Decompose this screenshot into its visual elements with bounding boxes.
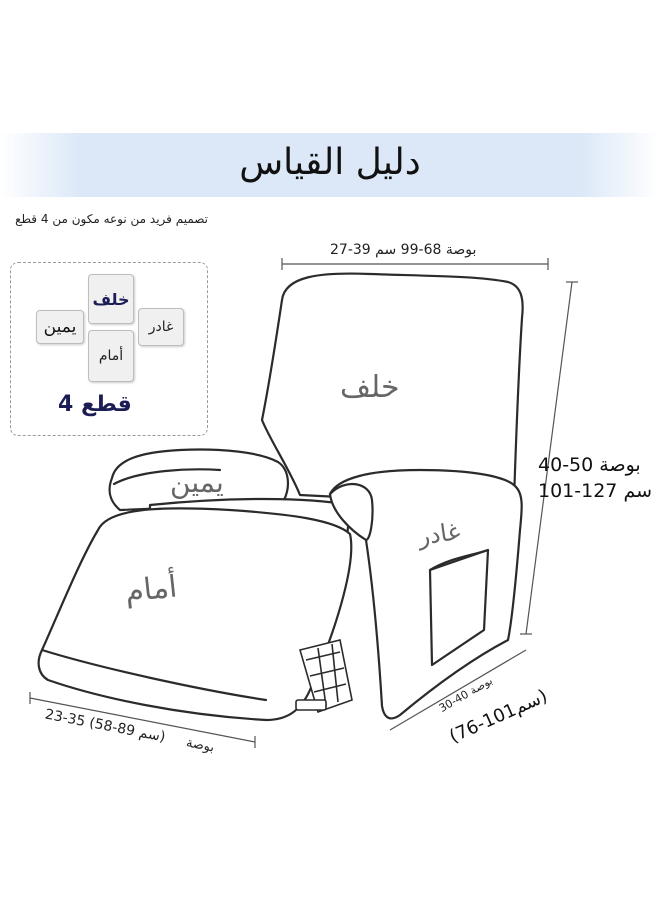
part-label-left: غادر [416, 517, 462, 551]
chair-left-arm-front [328, 482, 374, 542]
legend-tile-left: غادر [138, 308, 184, 346]
width-label: بوصة 68-99 سم 39-27 [330, 242, 477, 258]
page-title: دليل القياس [239, 142, 421, 183]
part-label-right: يمين [170, 466, 224, 499]
legend-front-label: أمام [98, 348, 124, 364]
subtitle: تصميم فريد من نوعه مكون من 4 قطع [15, 212, 208, 226]
chair-pocket [428, 548, 490, 667]
piece-count: قطع 4 [58, 392, 132, 417]
legend-left-label: غادر [148, 319, 174, 335]
legend-tile-right: يمين [36, 310, 84, 344]
footrest-dimension-line [29, 697, 256, 743]
part-label-back: خلف [340, 370, 400, 405]
height-inch-label: بوصة 50-40 [538, 454, 641, 476]
legend-panel [10, 262, 208, 436]
legend-tile-front: أمام [88, 330, 134, 382]
height-cm-label: 101-127 سم [538, 480, 653, 502]
chair-left-arm [328, 468, 523, 720]
chair-front-edge [40, 648, 268, 702]
chair-mechanism [295, 639, 353, 714]
chair-right-arm [108, 448, 290, 512]
legend-right-label: يمين [43, 317, 77, 337]
height-dimension-line [525, 281, 573, 635]
chair-pocket-top [428, 548, 490, 572]
part-label-front: أمام [123, 569, 179, 610]
chair-right-arm-top [112, 468, 222, 486]
depth-dimension-line [389, 649, 527, 731]
chair-back [260, 272, 524, 502]
legend-back-label: خلف [92, 289, 130, 309]
legend-tile-back: خلف [88, 274, 134, 324]
title-band [0, 133, 660, 197]
